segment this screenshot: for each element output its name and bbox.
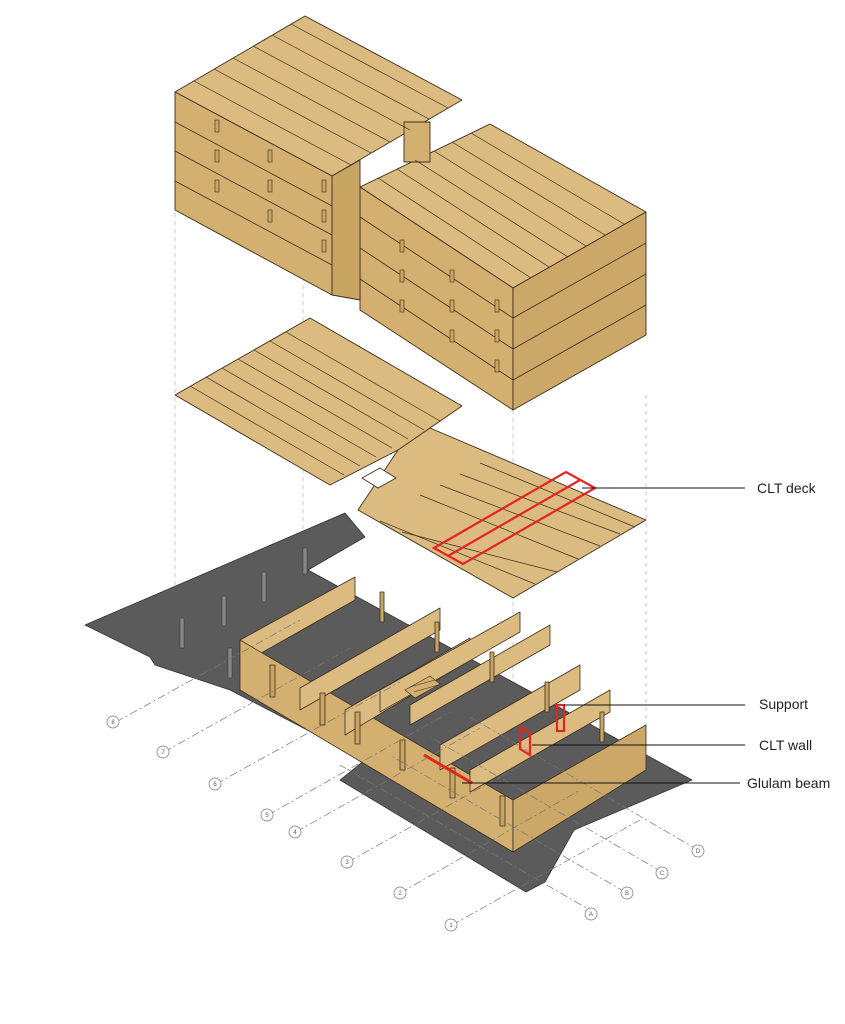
grid-label-b: B (625, 891, 629, 897)
grid-label-4: 4 (293, 830, 297, 836)
grid-label-8: 8 (111, 720, 115, 726)
grid-label-2: 2 (398, 891, 402, 897)
grid-label-5: 5 (265, 813, 269, 819)
grid-label-d: D (696, 849, 701, 855)
callout-leaders (462, 487, 745, 784)
clt-building-block (174, 15, 647, 411)
callout-glulam-beam: Glulam beam (747, 775, 830, 791)
glulam-beam-highlight (423, 753, 473, 785)
grid-label-a: A (589, 912, 593, 918)
callout-support: Support (759, 696, 808, 712)
grid-label-c: C (660, 871, 665, 877)
grid-bubble-labels: A B C D 8 7 6 5 4 3 2 1 (111, 720, 701, 929)
grid-label-6: 6 (213, 782, 217, 788)
building-floor-lines (174, 121, 647, 381)
callout-clt-deck: CLT deck (757, 480, 817, 496)
clt-deck (174, 317, 647, 599)
grid-bubbles (106, 715, 705, 932)
callout-clt-wall: CLT wall (759, 737, 812, 753)
grid-label-1: 1 (449, 923, 453, 929)
slab-posts (179, 547, 308, 679)
grid-label-3: 3 (345, 860, 349, 866)
building-columns (214, 119, 500, 373)
clt-wall-highlight (518, 725, 532, 757)
building-plank-lines (193, 23, 625, 279)
support-highlight (555, 703, 566, 733)
grid-label-7: 7 (161, 750, 165, 756)
clt-walls (239, 576, 647, 853)
deck-plank-lines (189, 331, 636, 585)
stair (404, 675, 441, 699)
